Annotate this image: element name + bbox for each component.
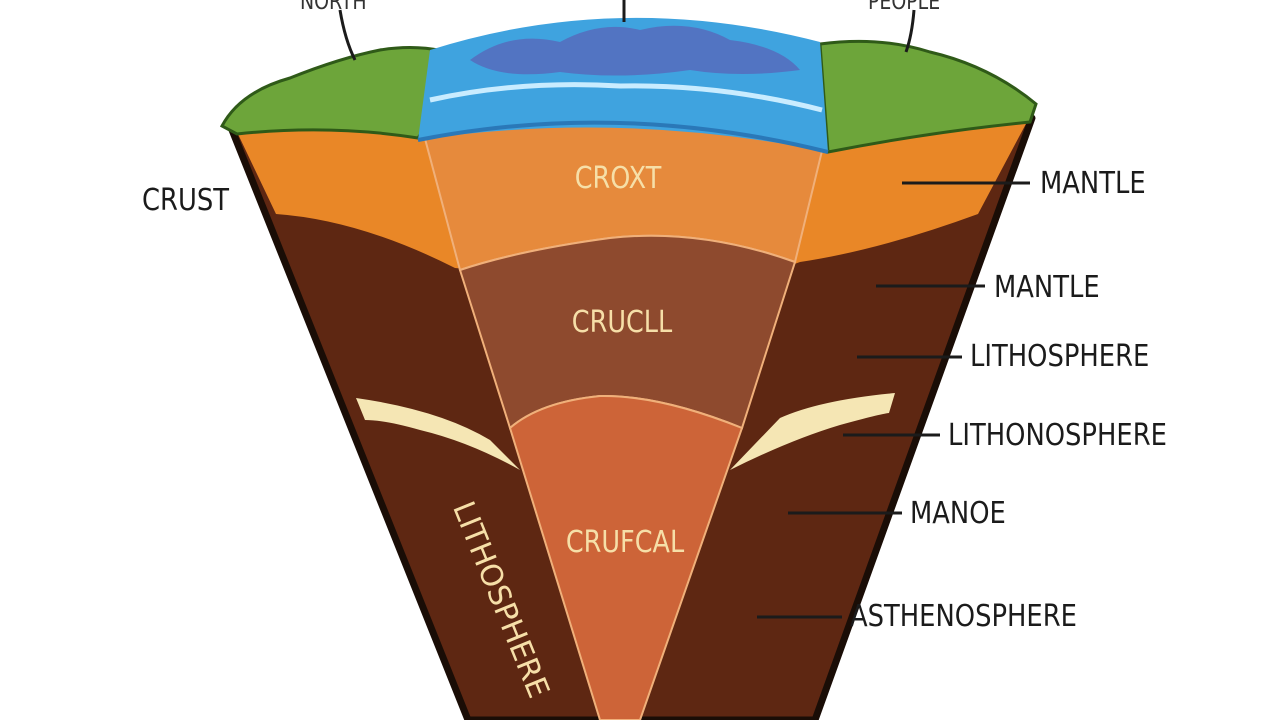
right-grass [818,39,1038,154]
label-manoe: MANOE [910,496,1006,531]
ocean-edge [417,120,829,154]
leader-north [338,9,357,61]
label-mantle-2: MANTLE [994,270,1100,305]
ocean-waves [429,82,823,113]
inner-label-croxt: CROXT [574,161,662,196]
label-asthenosphere: ASTHENOSPHERE [850,599,1077,634]
inner-label-crufcal: CRUFCAL [565,525,685,560]
leader-people [904,9,916,53]
label-north: NORTH [300,0,367,15]
label-people: PEOPLE [868,0,941,15]
left-grass [219,46,473,140]
label-mantle-1: MANTLE [1040,166,1146,201]
right-light-band [730,393,895,470]
inner-wedge-bottom [508,394,744,720]
ocean-clouds [470,25,800,76]
left-light-band [356,398,520,470]
label-crust: CRUST [142,183,229,218]
inner-label-crucll: CRUCLL [571,305,673,340]
label-lithosphere: LITHOSPHERE [970,339,1150,374]
label-lithonosphere: LITHONOSPHERE [948,418,1167,453]
